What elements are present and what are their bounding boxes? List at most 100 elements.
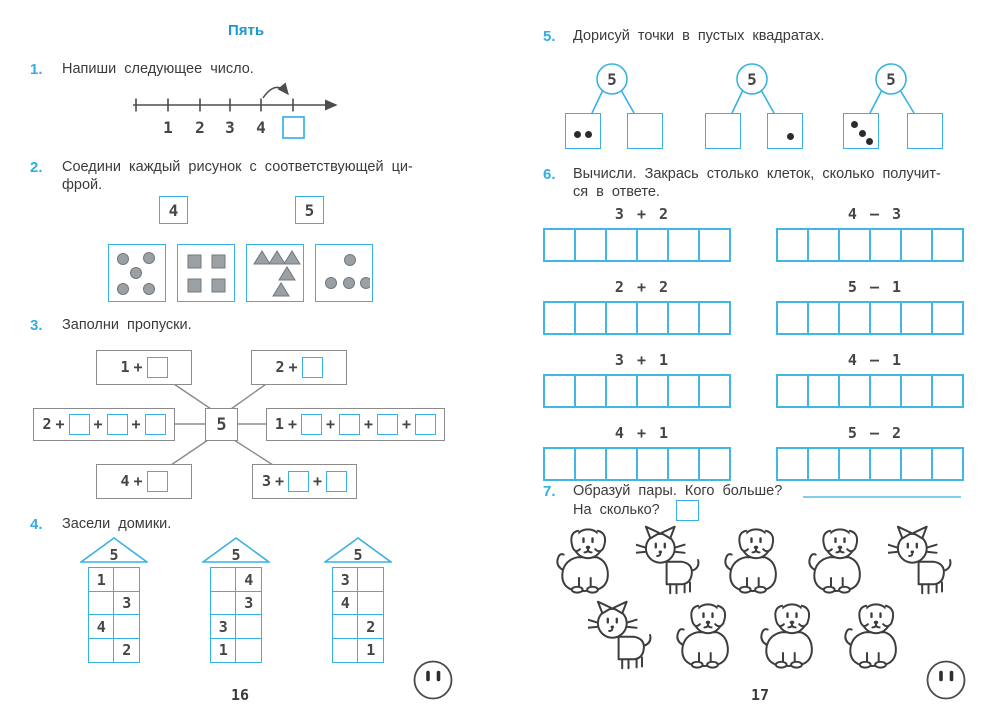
ex5-square-1-left[interactable]: [705, 113, 741, 149]
ex5-text: Дорисуй точки в пустых квадратах.: [573, 28, 825, 44]
house-row: 3: [331, 567, 385, 592]
answer-box[interactable]: [415, 414, 437, 435]
ex6-cell[interactable]: [900, 301, 933, 335]
ex6-cell[interactable]: [543, 301, 576, 335]
answer-box[interactable]: [146, 357, 168, 378]
answer-box[interactable]: [339, 414, 361, 435]
ex6-cell[interactable]: [869, 374, 902, 408]
ex6-cell[interactable]: [698, 301, 731, 335]
ex3-expression-mid-left: 2+++: [33, 408, 175, 441]
ex6-cell[interactable]: [900, 447, 933, 481]
ex6-cell[interactable]: [605, 301, 638, 335]
cell-strip: [776, 447, 975, 481]
ex6-cell[interactable]: [605, 228, 638, 262]
ex6-cell[interactable]: [667, 374, 700, 408]
answer-line[interactable]: [803, 494, 961, 498]
house-cell: 3: [209, 614, 237, 639]
ex6-cell[interactable]: [667, 447, 700, 481]
ex6-cell[interactable]: [776, 447, 809, 481]
hop-arrow-icon: [262, 82, 289, 99]
ex6-cell[interactable]: [869, 301, 902, 335]
number-circle: [736, 63, 768, 95]
plus-sign: +: [133, 472, 143, 490]
ex6-cell[interactable]: [636, 374, 669, 408]
expression-number: 4: [120, 472, 130, 490]
digit-box-4[interactable]: 4: [159, 196, 188, 224]
expression-number: 1: [274, 415, 284, 433]
ex6-cell[interactable]: [838, 228, 871, 262]
picture-four-circles[interactable]: [315, 244, 373, 302]
ex6-cell[interactable]: [574, 228, 607, 262]
house-cell[interactable]: [87, 637, 115, 663]
ex6-cell[interactable]: [698, 374, 731, 408]
ex6-cell[interactable]: [543, 447, 576, 481]
ex6-cell[interactable]: [636, 447, 669, 481]
ex6-cell[interactable]: [574, 374, 607, 408]
plus-sign: +: [93, 415, 103, 433]
picture-four-squares[interactable]: [177, 244, 235, 302]
ex6-cell[interactable]: [838, 447, 871, 481]
answer-box[interactable]: [68, 414, 90, 435]
ex6-cell[interactable]: [636, 228, 669, 262]
ex6-cell[interactable]: [574, 447, 607, 481]
picture-five-triangles[interactable]: [246, 244, 304, 302]
ex7-question2: На сколько?: [573, 502, 660, 518]
house-cell[interactable]: [331, 637, 359, 663]
ex5-square-2-right[interactable]: [907, 113, 943, 149]
answer-box[interactable]: [146, 471, 168, 492]
house-cell[interactable]: [235, 614, 263, 639]
cell-strip: [543, 228, 742, 262]
ex6-cell[interactable]: [807, 301, 840, 335]
ex6-cell[interactable]: [605, 447, 638, 481]
digit-box-5[interactable]: 5: [295, 196, 324, 224]
house-cell[interactable]: [209, 567, 237, 592]
house-cell[interactable]: [87, 590, 115, 616]
ex6-cell[interactable]: [931, 374, 964, 408]
house-row: 3: [209, 614, 263, 639]
ex6-cell[interactable]: [931, 447, 964, 481]
ex5-square-0-right[interactable]: [627, 113, 663, 149]
ex6-cell[interactable]: [900, 374, 933, 408]
ex6-cell[interactable]: [574, 301, 607, 335]
cat-image: [636, 521, 708, 599]
ex6-cell[interactable]: [636, 301, 669, 335]
ex6-cell[interactable]: [698, 447, 731, 481]
answer-box[interactable]: [300, 414, 322, 435]
ex6-cell[interactable]: [869, 447, 902, 481]
ex3-connector-lines: [170, 381, 274, 466]
ex6-cell[interactable]: [776, 228, 809, 262]
ex6-cell[interactable]: [667, 301, 700, 335]
ex6-cell[interactable]: [605, 374, 638, 408]
ex6-cell[interactable]: [838, 374, 871, 408]
ex6-cell[interactable]: [776, 301, 809, 335]
ex6-cell[interactable]: [838, 301, 871, 335]
house-cell[interactable]: [235, 637, 263, 663]
ex6-cell[interactable]: [931, 228, 964, 262]
house-cell[interactable]: [357, 567, 385, 592]
answer-box[interactable]: [301, 357, 323, 378]
ex6-cell[interactable]: [807, 228, 840, 262]
ex6-cell[interactable]: [807, 447, 840, 481]
ex6-cell[interactable]: [900, 228, 933, 262]
house-cell[interactable]: [331, 614, 359, 639]
ex6-cell[interactable]: [776, 374, 809, 408]
answer-box[interactable]: [144, 414, 166, 435]
house-cell[interactable]: [113, 567, 141, 592]
house-cell[interactable]: [113, 614, 141, 639]
ex6-cell[interactable]: [543, 374, 576, 408]
ex6-cell[interactable]: [807, 374, 840, 408]
answer-box[interactable]: [377, 414, 399, 435]
answer-box[interactable]: [676, 500, 699, 521]
answer-box[interactable]: [326, 471, 348, 492]
ex6-cell[interactable]: [869, 228, 902, 262]
answer-box[interactable]: [282, 116, 305, 139]
house-cell[interactable]: [209, 590, 237, 616]
answer-box[interactable]: [106, 414, 128, 435]
house-cell[interactable]: [357, 590, 385, 616]
picture-five-dots[interactable]: [108, 244, 166, 302]
ex6-cell[interactable]: [698, 228, 731, 262]
answer-box[interactable]: [288, 471, 310, 492]
ex6-cell[interactable]: [931, 301, 964, 335]
ex6-cell[interactable]: [543, 228, 576, 262]
ex6-cell[interactable]: [667, 228, 700, 262]
